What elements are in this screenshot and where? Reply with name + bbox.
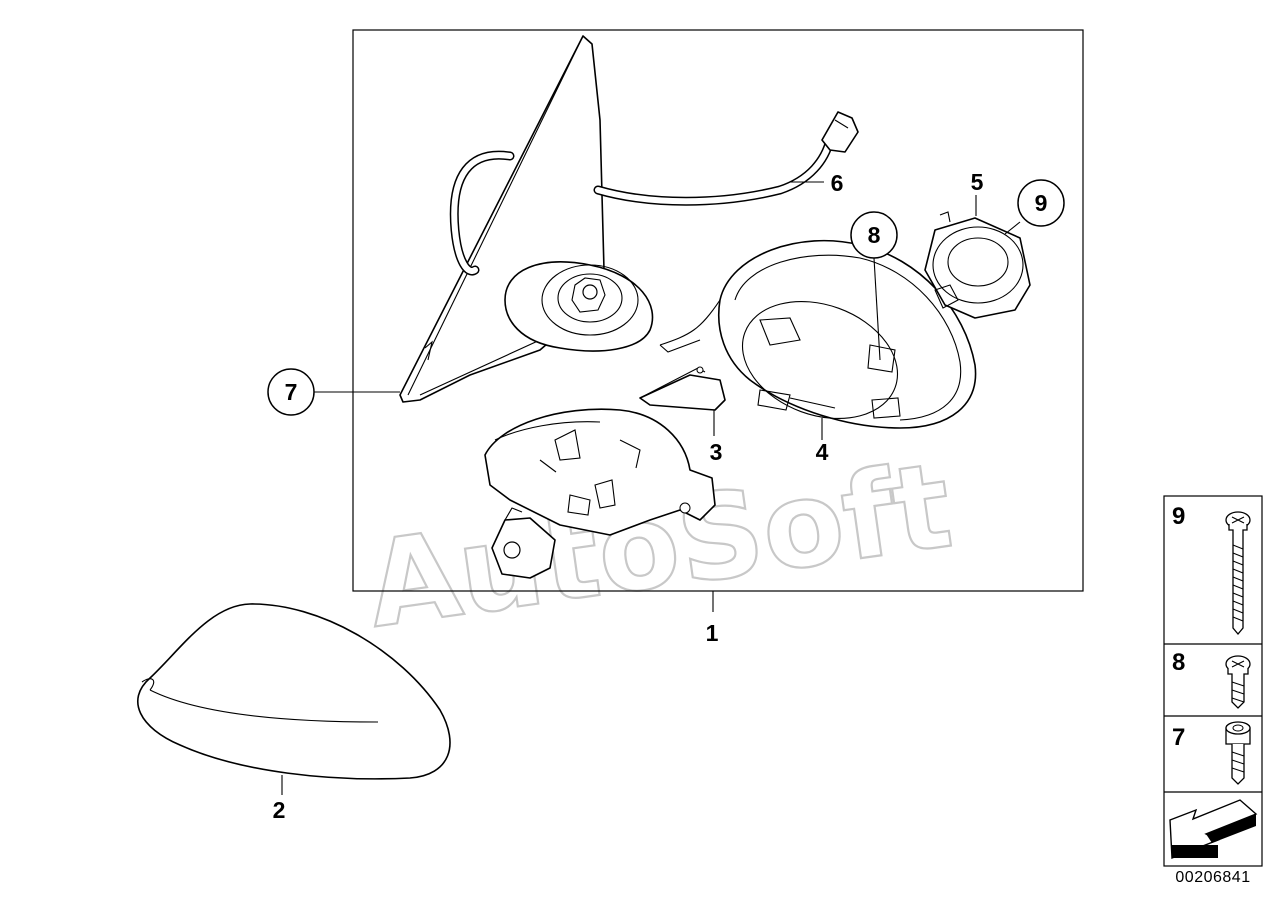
screw-legend: 9 8 7	[1163, 495, 1263, 867]
mirror-cap	[137, 603, 451, 780]
assembly-frame	[352, 29, 1084, 592]
long-phillips-screw-icon	[1225, 511, 1251, 636]
small-actuator	[491, 507, 556, 579]
callout-8: 8	[868, 222, 881, 248]
callout-5: 5	[971, 169, 984, 195]
carrier-plate	[484, 408, 716, 536]
short-phillips-screw-icon	[1225, 655, 1251, 709]
mirror-base	[399, 35, 654, 403]
callout-1: 1	[706, 620, 719, 646]
legend-num-7: 7	[1172, 724, 1185, 751]
direction-arrow-icon	[1169, 799, 1258, 860]
bracket	[639, 366, 726, 411]
mirror-housing	[659, 239, 977, 429]
callout-4: 4	[816, 439, 829, 465]
cable	[593, 111, 859, 206]
hex-socket-screw-icon	[1225, 721, 1251, 785]
callout-2: 2	[273, 797, 286, 823]
callout-6: 6	[831, 170, 844, 196]
callout-9: 9	[1035, 190, 1048, 216]
callout-3: 3	[710, 439, 723, 465]
callout-7: 7	[285, 379, 298, 405]
diagram-code: 00206841	[1175, 869, 1250, 886]
legend-num-9: 9	[1172, 503, 1185, 530]
motor	[924, 211, 1031, 319]
legend-num-8: 8	[1172, 649, 1185, 676]
